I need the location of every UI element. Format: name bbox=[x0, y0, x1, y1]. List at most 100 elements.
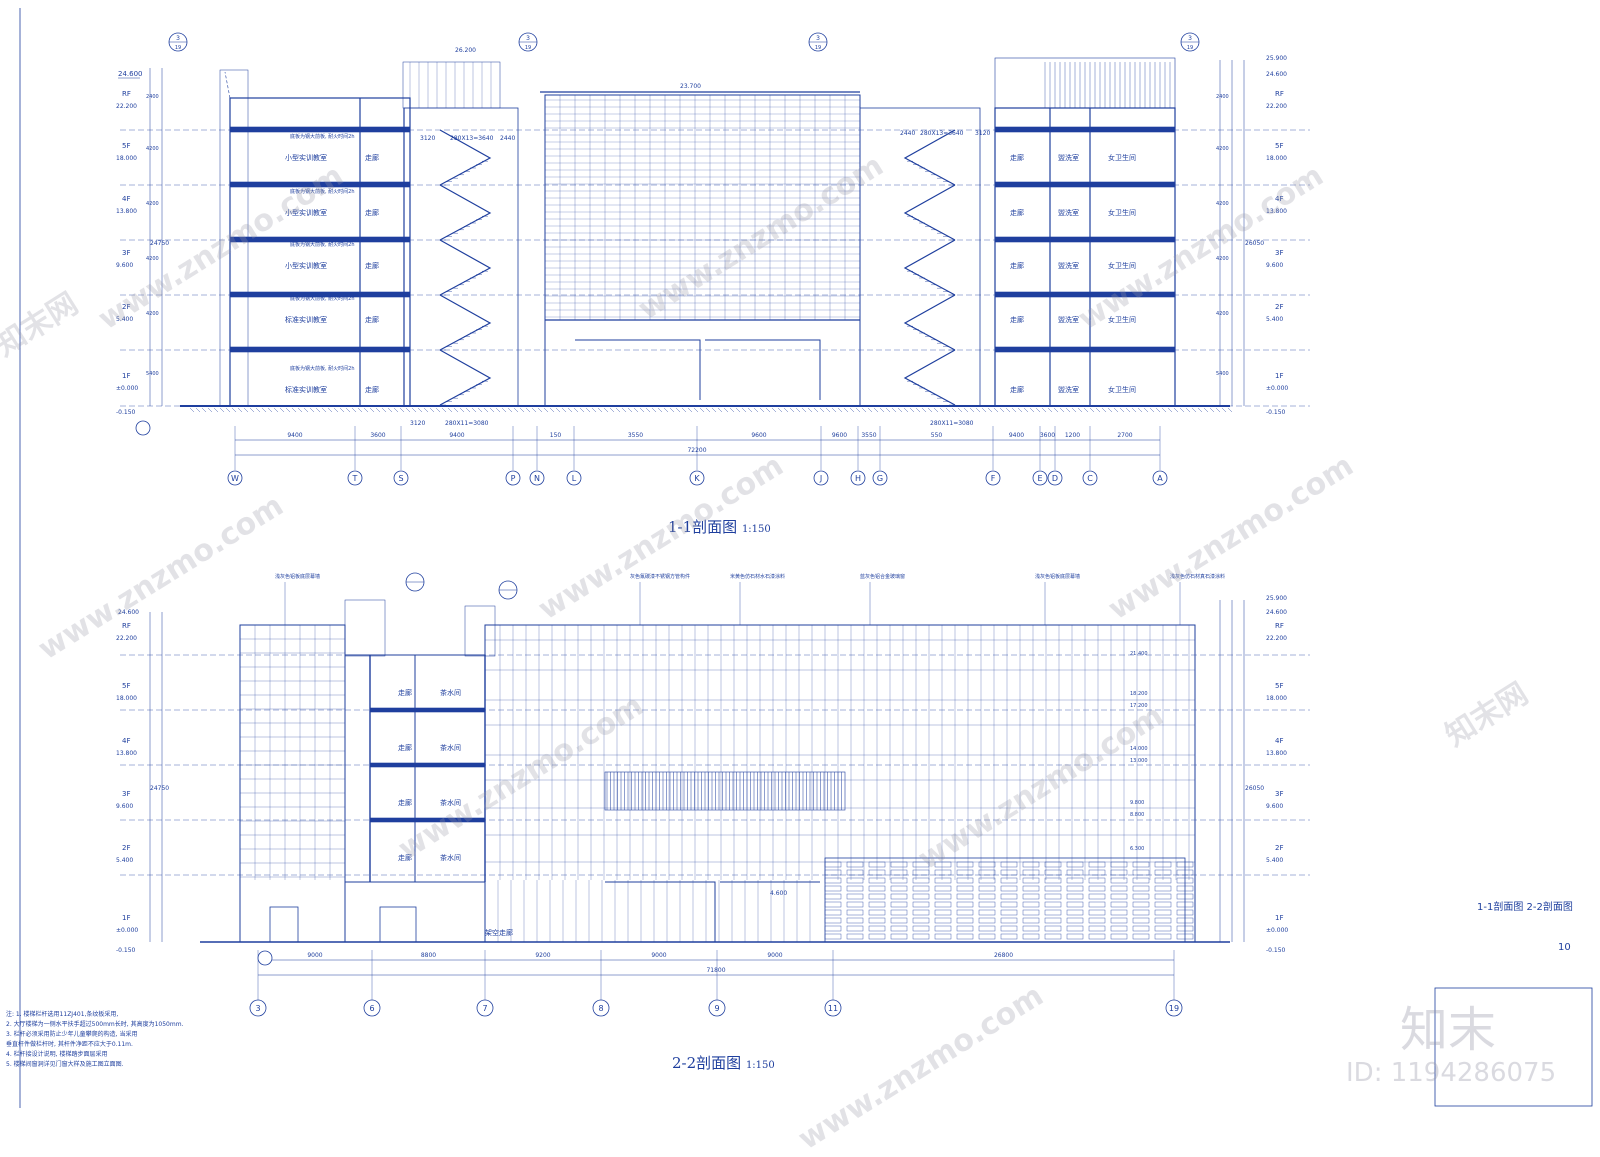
stone-block bbox=[1110, 893, 1128, 900]
dim-floor: 2400 bbox=[146, 94, 159, 100]
room-label: 走廊 bbox=[1010, 315, 1024, 324]
ground-hatch bbox=[501, 407, 507, 413]
callout-label: 浅灰色铝板底层幕墙 bbox=[275, 573, 320, 580]
elev-marker: 8.800 bbox=[1130, 812, 1144, 818]
elev-marker: 13.000 bbox=[1130, 758, 1148, 764]
ground-hatch bbox=[1083, 407, 1089, 413]
callout-label: 浅灰色铝板底层幕墙 bbox=[1035, 573, 1080, 580]
stone-block bbox=[1132, 861, 1150, 868]
stone-block bbox=[1066, 893, 1084, 900]
level-name-r: 2F bbox=[1275, 303, 1283, 311]
floor-slab-2 bbox=[369, 762, 486, 768]
level-name-2: 5F bbox=[122, 682, 130, 690]
ground-hatch bbox=[375, 407, 381, 413]
room-label: 小型实训教室 bbox=[285, 153, 327, 162]
ground-hatch bbox=[1191, 407, 1197, 413]
ground-hatch bbox=[1107, 407, 1113, 413]
stone-block bbox=[1000, 885, 1018, 892]
ground-hatch bbox=[429, 407, 435, 413]
room-note: 底板为钢大前板, 耐火时间2h bbox=[290, 365, 355, 372]
axis-label: G bbox=[877, 474, 883, 483]
entrance-door bbox=[379, 906, 417, 943]
axis-span-2: 9200 bbox=[535, 952, 550, 959]
axis-span-2: 9000 bbox=[651, 952, 666, 959]
ground-hatch bbox=[897, 407, 903, 413]
stone-block bbox=[1132, 885, 1150, 892]
ground-hatch bbox=[615, 407, 621, 413]
stone-block bbox=[1088, 909, 1106, 916]
stone-block bbox=[868, 893, 886, 900]
stone-block bbox=[1066, 909, 1084, 916]
stone-block bbox=[1132, 909, 1150, 916]
stone-block bbox=[956, 885, 974, 892]
stone-block bbox=[1066, 877, 1084, 884]
level-elev-r: 9.600 bbox=[1266, 262, 1283, 269]
ground-hatch bbox=[699, 407, 705, 413]
ground-hatch bbox=[1005, 407, 1011, 413]
stone-block bbox=[978, 893, 996, 900]
ground-hatch bbox=[1053, 407, 1059, 413]
ground-hatch bbox=[477, 407, 483, 413]
stone-block bbox=[1000, 925, 1018, 932]
ground-hatch bbox=[549, 407, 555, 413]
stone-block bbox=[1088, 901, 1106, 908]
stone-block bbox=[1154, 861, 1172, 868]
stone-block bbox=[1022, 901, 1040, 908]
stone-block bbox=[1132, 901, 1150, 908]
stone-block bbox=[1044, 917, 1062, 924]
ground-hatch bbox=[321, 407, 327, 413]
ground-hatch bbox=[255, 407, 261, 413]
stone-block bbox=[1000, 893, 1018, 900]
stone-block bbox=[912, 885, 930, 892]
level-name-2: RF bbox=[122, 622, 131, 630]
ground-hatch bbox=[951, 407, 957, 413]
axis-bubble bbox=[872, 470, 888, 486]
stone-block bbox=[1154, 933, 1172, 940]
floor-slab bbox=[994, 291, 1176, 298]
ground-hatch bbox=[735, 407, 741, 413]
room-label: 小型实训教室 bbox=[285, 208, 327, 217]
stone-block bbox=[912, 877, 930, 884]
stone-block bbox=[1176, 925, 1194, 932]
axis-span: 9600 bbox=[751, 432, 766, 439]
stair-flight bbox=[903, 349, 956, 406]
level-name: 4F bbox=[122, 195, 130, 203]
ground-hatch bbox=[441, 407, 447, 413]
stone-block bbox=[1044, 933, 1062, 940]
axis-bubble-2 bbox=[476, 999, 494, 1017]
stone-block bbox=[1110, 861, 1128, 868]
ground-hatch bbox=[687, 407, 693, 413]
ground-hatch bbox=[885, 407, 891, 413]
dim-floor: 4200 bbox=[146, 146, 159, 152]
ground-hatch bbox=[1209, 407, 1215, 413]
stair-flight bbox=[903, 239, 956, 296]
ground-hatch bbox=[975, 407, 981, 413]
stone-block bbox=[890, 877, 908, 884]
axis-bubble bbox=[689, 470, 705, 486]
callout-label: 米黄色仿石材水石漆涂料 bbox=[730, 573, 785, 580]
ground-hatch bbox=[939, 407, 945, 413]
axis-label-2: 3 bbox=[255, 1004, 260, 1013]
axis-label: W bbox=[231, 474, 239, 483]
room-label: 走廊 bbox=[1010, 261, 1024, 270]
level-name-2: 2F bbox=[122, 844, 130, 852]
stone-block bbox=[978, 869, 996, 876]
ground-hatch bbox=[693, 407, 699, 413]
stone-block bbox=[1176, 869, 1194, 876]
section-marker-num: 3 bbox=[526, 35, 530, 42]
level-elev-2r: 9.600 bbox=[1266, 803, 1283, 810]
floor-slab-2 bbox=[369, 707, 486, 713]
dim-total-height-r: 26050 bbox=[1245, 240, 1264, 247]
stone-block bbox=[846, 893, 864, 900]
ground-hatch bbox=[1161, 407, 1167, 413]
ground-hatch bbox=[309, 407, 315, 413]
elev-base-2r: -0.150 bbox=[1266, 947, 1286, 954]
axis-total: 72200 bbox=[687, 447, 706, 454]
room-label: 盥洗室 bbox=[1058, 153, 1079, 162]
stone-block bbox=[1022, 909, 1040, 916]
level-elev-2r: 5.400 bbox=[1266, 857, 1283, 864]
room-label: 走廊 bbox=[1010, 153, 1024, 162]
stone-block bbox=[934, 885, 952, 892]
ground-hatch bbox=[327, 407, 333, 413]
ground-hatch bbox=[1077, 407, 1083, 413]
